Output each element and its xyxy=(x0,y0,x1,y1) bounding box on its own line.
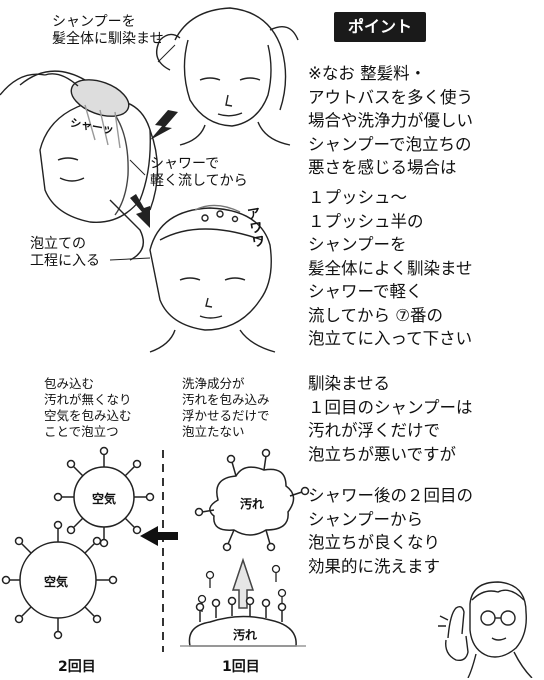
foam-diagram xyxy=(1,446,310,652)
dirt-blob-bottom xyxy=(180,596,306,647)
point-paragraph-3: 馴染ませる １回目のシャンプーは 汚れが浮くだけで 泡立ちが悪いですが xyxy=(308,374,473,464)
air-bubble-top xyxy=(53,446,155,548)
advisor-character-illustration xyxy=(438,581,533,678)
first-wash-desc: 洗浄成分が 汚れを包み込み 浮かせるだけで 泡立たない xyxy=(182,376,270,439)
air-label-top: 空気 xyxy=(92,492,117,506)
woman-lathering xyxy=(149,204,276,353)
point-paragraph-2: １プッシュ～ １プッシュ半の シャンプーを 髪全体によく馴染ませ シャワーで軽く… xyxy=(308,188,473,348)
air-bubble-bottom xyxy=(1,520,118,640)
hair-washing-illustration xyxy=(0,7,299,353)
label-second-wash: 2回目 xyxy=(58,659,96,675)
second-wash-desc: 包み込む 汚れが無くなり 空気を包み込む ことで泡立つ xyxy=(44,376,132,439)
point-paragraph-4: シャワー後の２回目の シャンプーから 泡立ちが良くなり 効果的に洗えます xyxy=(308,486,473,576)
arrow-step2 xyxy=(130,194,150,228)
caption-step1: シャンプーを 髪全体に馴染ませ xyxy=(52,14,164,47)
woman-applying-shampoo xyxy=(156,7,299,146)
caption-step3: 泡立ての 工程に入る xyxy=(30,236,100,269)
dirt-blob-top xyxy=(194,448,310,552)
air-label-bottom: 空気 xyxy=(44,575,69,589)
caption-step2: シャワーで 軽く流してから xyxy=(150,156,248,189)
arrow-step1 xyxy=(150,110,178,140)
dirt-label-top: 汚れ xyxy=(240,497,265,511)
point-paragraph-1: ※なお 整髪料・ アウトバスを多く使う 場合や洗浄力が優しい シャンプーで泡立ち… xyxy=(308,64,473,177)
arrow-left xyxy=(140,526,178,546)
dirt-label-bottom: 汚れ xyxy=(233,628,258,642)
label-first-wash: 1回目 xyxy=(222,659,260,675)
woman-rinsing xyxy=(0,70,159,261)
point-title: ポイント xyxy=(334,12,426,42)
